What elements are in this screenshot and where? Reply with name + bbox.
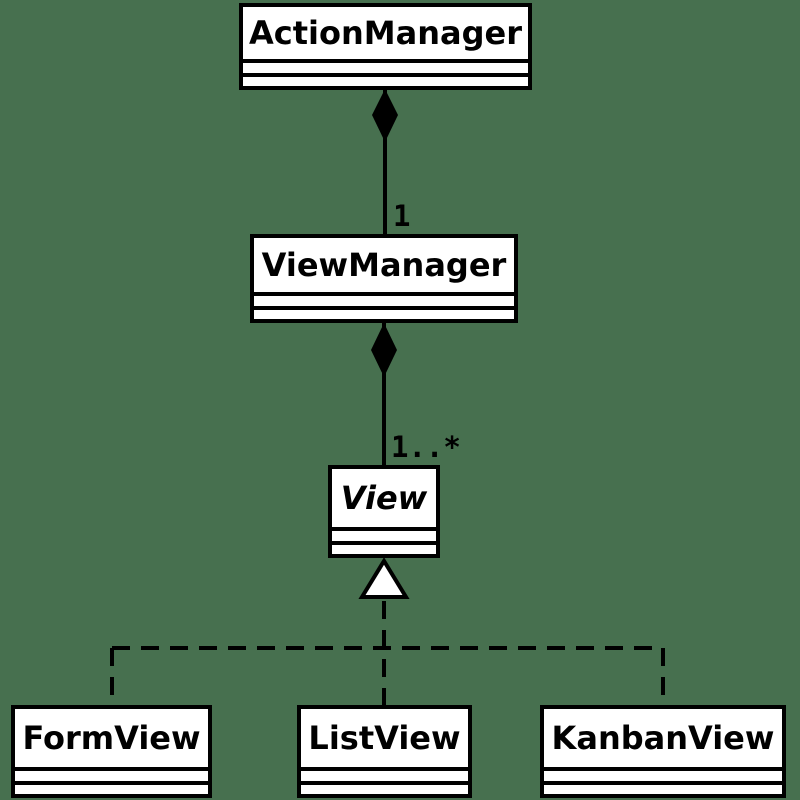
- class-name-view: View: [340, 479, 428, 517]
- class-name-viewmanager: ViewManager: [261, 246, 507, 284]
- class-node-actionmanager: ActionManager: [239, 3, 532, 90]
- attributes-compartment: [544, 767, 782, 781]
- class-node-listview: ListView: [297, 705, 472, 798]
- class-node-kanbanview: KanbanView: [540, 705, 786, 798]
- class-node-view: View: [328, 465, 440, 558]
- methods-compartment: [243, 73, 528, 86]
- class-name-actionmanager: ActionManager: [249, 14, 522, 52]
- attributes-compartment: [15, 767, 208, 781]
- realization-triangle: [358, 557, 410, 599]
- class-name-formview: FormView: [22, 719, 201, 757]
- methods-compartment: [544, 781, 782, 794]
- multiplicity-label-1-many: 1..*: [391, 430, 461, 464]
- methods-compartment: [332, 541, 436, 554]
- methods-compartment: [301, 781, 468, 794]
- class-node-viewmanager: ViewManager: [250, 234, 518, 323]
- class-name-kanbanview: KanbanView: [551, 719, 775, 757]
- attributes-compartment: [243, 59, 528, 73]
- class-name-listview: ListView: [308, 719, 461, 757]
- methods-compartment: [15, 781, 208, 794]
- composition-diamond-actionmanager: [372, 89, 398, 142]
- class-node-formview: FormView: [11, 705, 212, 798]
- methods-compartment: [254, 306, 514, 319]
- attributes-compartment: [254, 292, 514, 306]
- attributes-compartment: [301, 767, 468, 781]
- multiplicity-label-1: 1: [393, 199, 411, 233]
- composition-diamond-viewmanager: [371, 323, 397, 377]
- attributes-compartment: [332, 527, 436, 541]
